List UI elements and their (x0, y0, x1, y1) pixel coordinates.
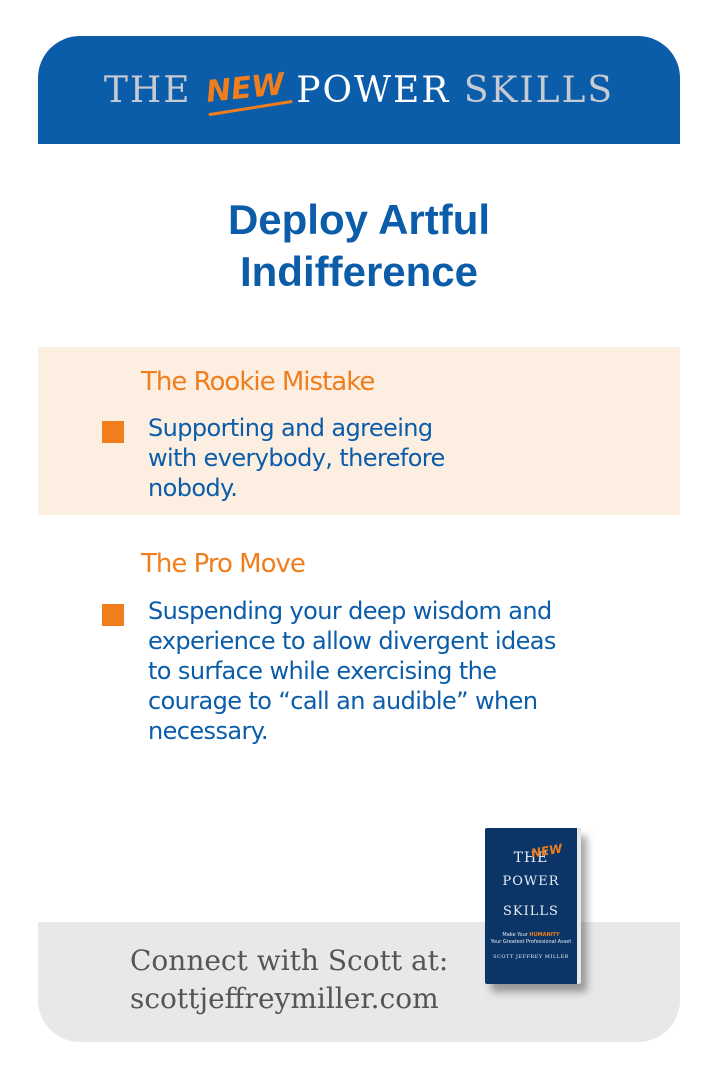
pro-text: Suspending your deep wisdom and experien… (148, 596, 556, 746)
brand-new: NEW (203, 66, 286, 111)
rookie-text: Supporting and agreeing with everybody, … (148, 413, 445, 503)
footer: Connect with Scott at: scottjeffreymille… (38, 922, 680, 1042)
pro-bullet-icon (102, 604, 124, 626)
pro-heading: The Pro Move (141, 549, 306, 579)
rookie-section: The Rookie Mistake Supporting and agreei… (38, 347, 680, 515)
brand-skills: SKILLS (463, 70, 615, 111)
title-line-1: Deploy Artful (227, 196, 491, 243)
connect-line: Connect with Scott at: (130, 944, 449, 977)
rookie-heading: The Rookie Mistake (141, 367, 375, 397)
pro-line-1: Suspending your deep wisdom and (148, 597, 552, 625)
rookie-line-1: Supporting and agreeing (148, 414, 433, 442)
book-title-skills: SKILLS (503, 904, 559, 919)
book-subtitle-b: Your Greatest Professional Asset (490, 939, 572, 945)
connect-text: Connect with Scott at: scottjeffreymille… (130, 942, 448, 1018)
rookie-bullet-icon (102, 421, 124, 443)
book-subtitle-a: Make Your (502, 932, 530, 938)
book-title-power: POWER (502, 874, 560, 889)
page-title: Deploy Artful Indifference (38, 194, 680, 298)
book-subtitle-highlight: HUMANITY (529, 932, 560, 938)
rookie-line-2: with everybody, therefore (148, 444, 445, 472)
pro-line-2: experience to allow divergent ideas (148, 627, 556, 655)
book-title-the: THE (513, 850, 549, 866)
book-subtitle: Make Your HUMANITY Your Greatest Profess… (489, 932, 573, 946)
pro-line-5: necessary. (148, 717, 269, 745)
pro-line-4: courage to “call an audible” when (148, 687, 538, 715)
book-cover-image: THE NEW POWER SKILLS Make Your HUMANITY … (485, 828, 581, 984)
title-line-2: Indifference (239, 248, 479, 295)
pro-line-3: to surface while exercising the (148, 657, 497, 685)
rookie-line-3: nobody. (148, 474, 238, 502)
book-author: SCOTT JEFFREY MILLER (493, 954, 569, 960)
brand-power: POWER (296, 70, 451, 111)
website-link[interactable]: scottjeffreymiller.com (130, 982, 439, 1015)
brand-the: THE (103, 70, 192, 111)
